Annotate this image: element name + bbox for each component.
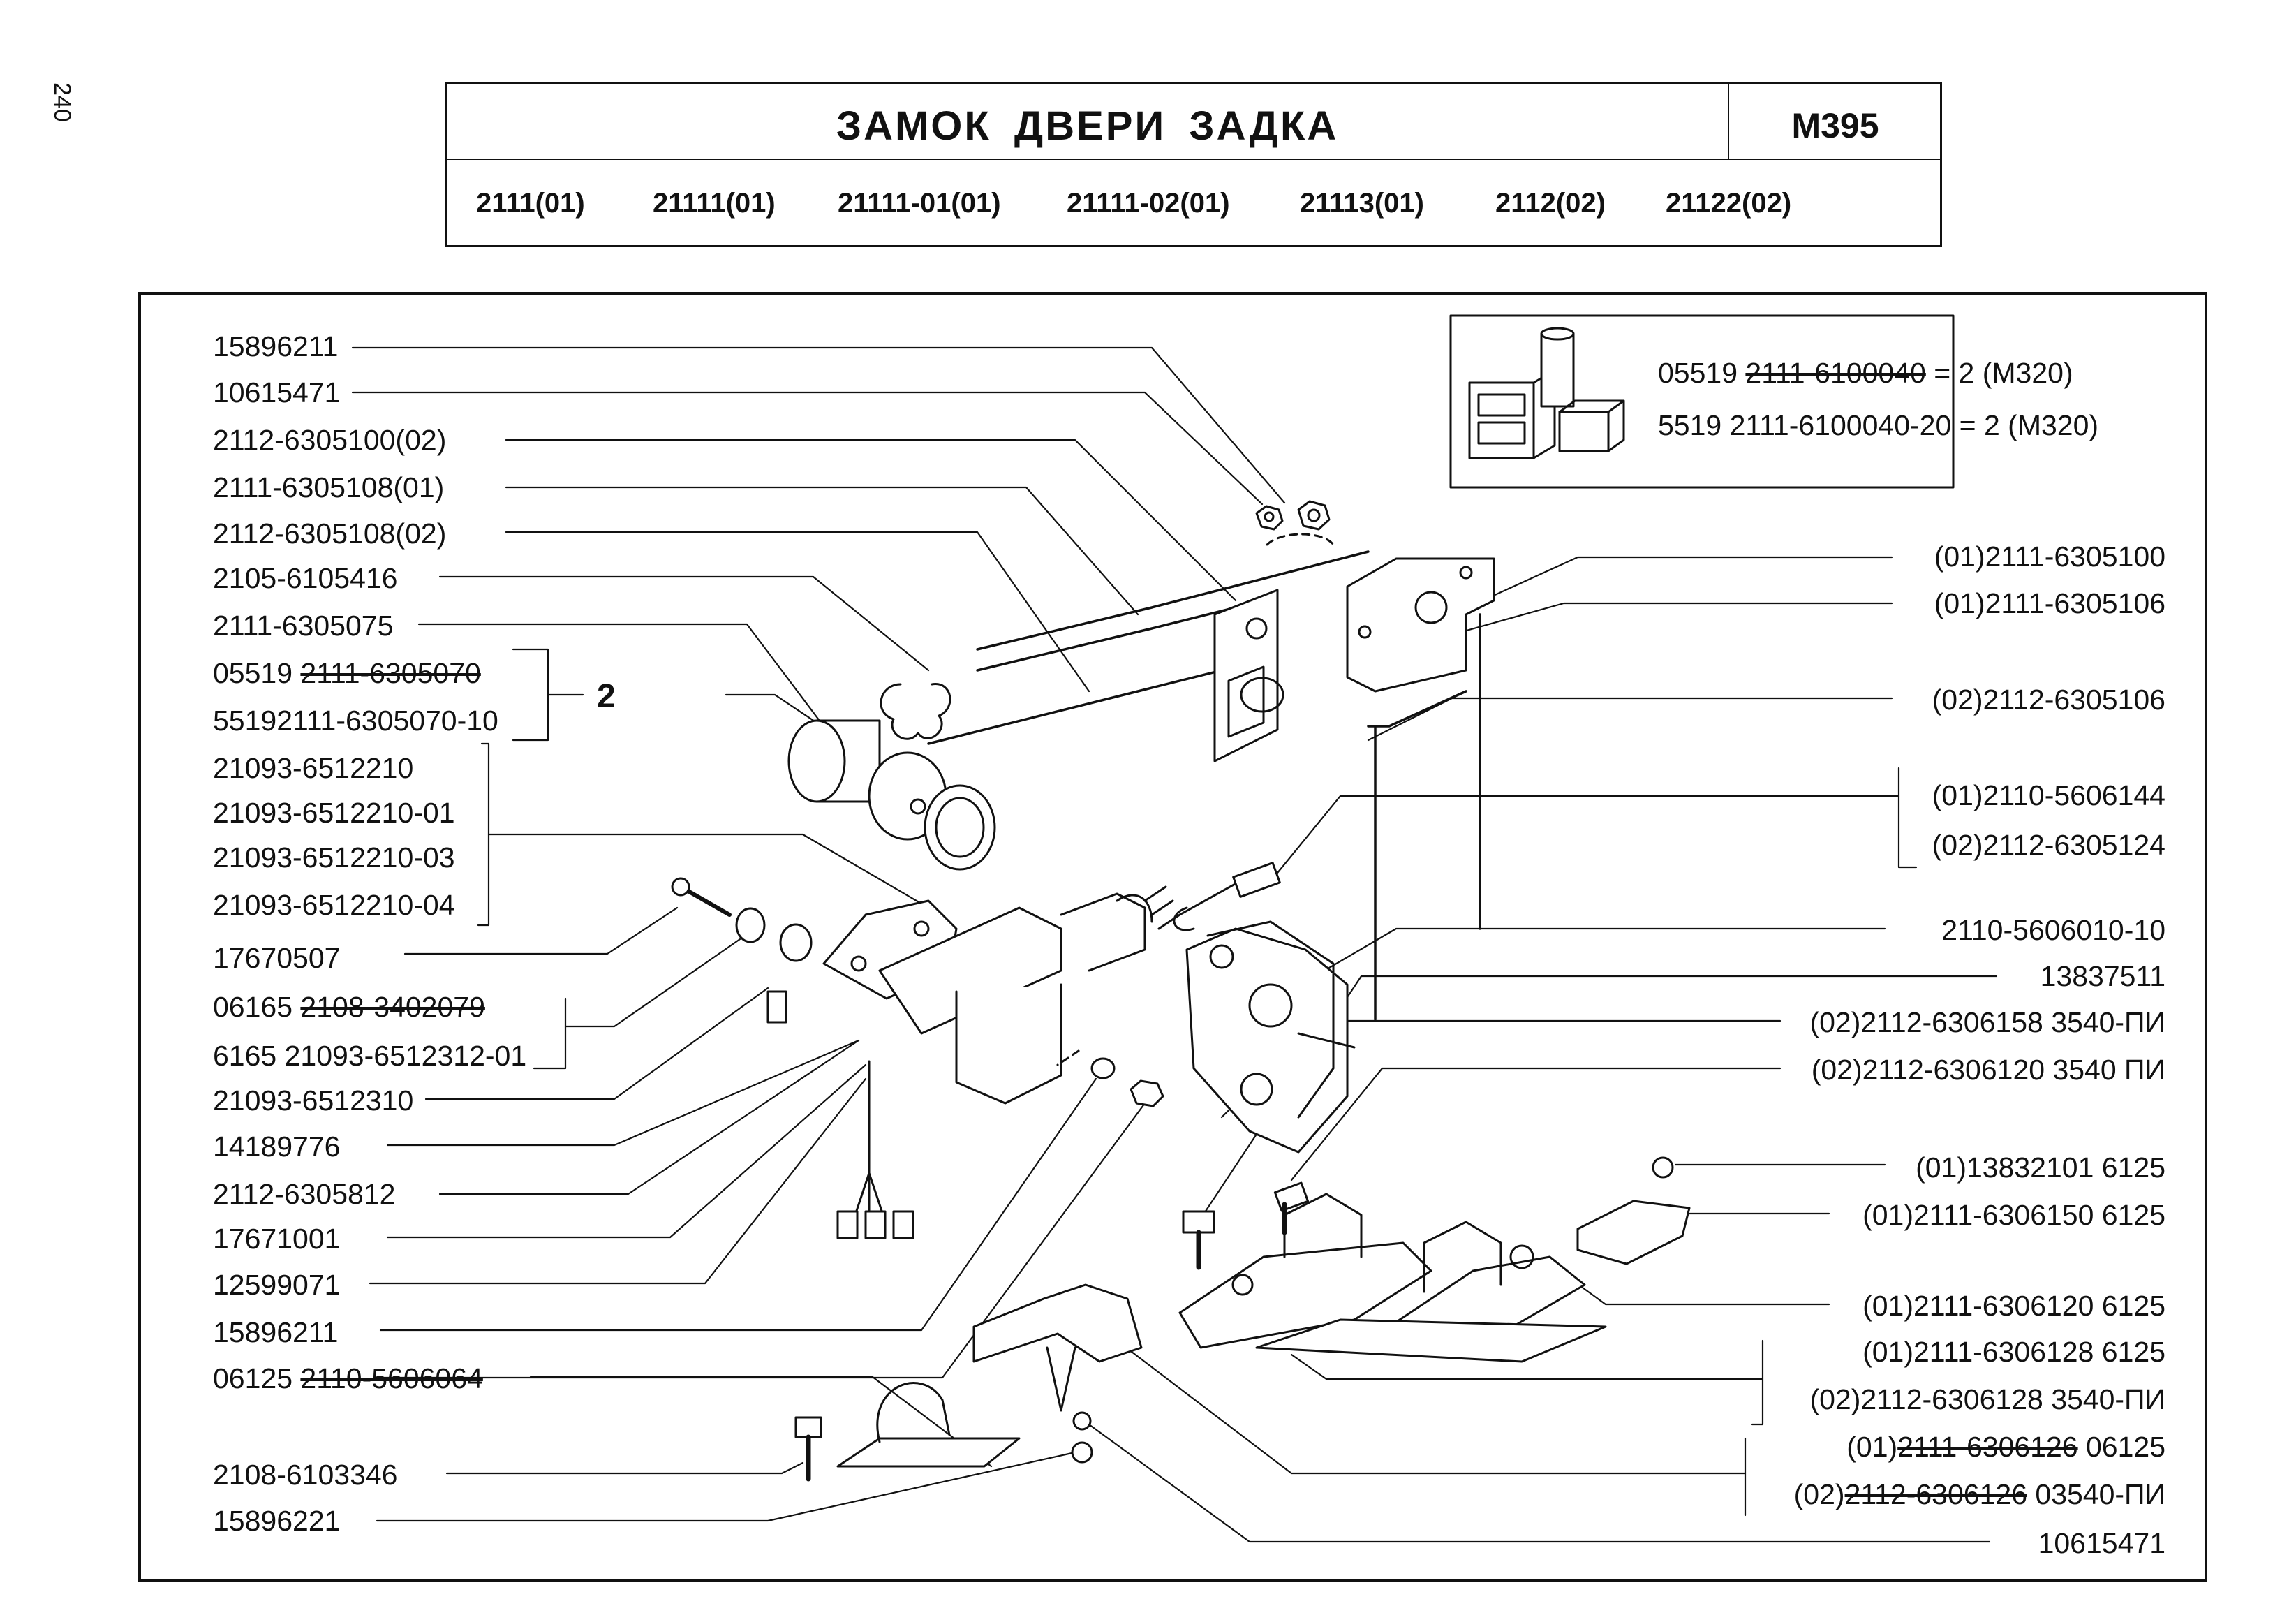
- part-label: (02)2112-6306158 3540-ПИ: [1809, 1006, 2165, 1038]
- part-label: 2111-6305108(01): [213, 471, 445, 503]
- part-label: 17671001: [213, 1223, 341, 1255]
- control-rods: [927, 550, 1481, 1021]
- sealant-kit-icon: [1468, 327, 1625, 459]
- left-leader-lines: [351, 346, 1286, 1522]
- part-label: 2110-5606010-10: [1941, 914, 2165, 946]
- door-lock-actuator: [822, 885, 1181, 1105]
- part-label: 15896211: [213, 1316, 339, 1348]
- part-label: (01)2110-5606144: [1932, 779, 2165, 811]
- code-divider: [1728, 84, 1729, 159]
- model-list: 2111(01) 21111(01) 21111-01(01) 21111-02…: [447, 188, 1940, 230]
- model-code: 21111-02(01): [1067, 188, 1230, 219]
- latch-plate: [1346, 557, 1495, 693]
- model-code: 21113(01): [1300, 188, 1424, 219]
- superseded-number: 2111-6305070: [300, 657, 481, 689]
- sealant-inset: [1449, 314, 1955, 489]
- part-label: (01)2111-6305100: [1934, 540, 2165, 573]
- title-divider: [447, 159, 1940, 160]
- sealant-line-2: 5519 2111-6100040-20 = 2 (M320): [1658, 409, 2099, 441]
- callout-number: 2: [597, 678, 616, 715]
- superseded-number: 2108-3402079: [300, 991, 485, 1023]
- spring-link: [1173, 862, 1281, 931]
- part-label: 10615471: [2038, 1527, 2165, 1559]
- part-label: (02)2112-6305106: [1932, 684, 2165, 716]
- part-label-suffix: 06125: [2077, 1431, 2165, 1463]
- model-code: 21111-01(01): [838, 188, 1001, 219]
- sealant-prefix: 05519: [1658, 357, 1746, 389]
- part-label: 2111-6305075: [213, 610, 394, 642]
- part-label: 12599071: [213, 1269, 341, 1301]
- wiring-harness: [836, 1060, 914, 1239]
- part-label: (01)13832101 6125: [1916, 1151, 2165, 1184]
- hinge-bracket: [972, 1283, 1143, 1412]
- model-code: 2112(02): [1495, 188, 1606, 219]
- part-label: 21093-6512210: [213, 752, 414, 784]
- model-code: 21111(01): [653, 188, 776, 219]
- part-label: 21093-6512310: [213, 1084, 414, 1117]
- mounting-bolts: [1182, 1181, 1310, 1270]
- shim-plate: [1255, 1318, 1607, 1363]
- part-label-struck: (02)2112-6306126 03540-ПИ: [1794, 1478, 2165, 1511]
- part-label: 14189776: [213, 1130, 341, 1163]
- part-label-prefix: (01): [1846, 1431, 1898, 1463]
- part-label: 15896221: [213, 1505, 341, 1537]
- superseded-number: 2111-6100040: [1745, 357, 1926, 389]
- sealant-suffix: = 2 (M320): [1925, 357, 2073, 389]
- part-label: 2105-6105416: [213, 562, 398, 594]
- title-block: ЗАМОК ДВЕРИ ЗАДКА M395 2111(01) 21111(01…: [445, 82, 1942, 247]
- part-label: 55192111-6305070-10: [213, 705, 498, 737]
- superseded-number: 2110-5606064: [300, 1362, 483, 1394]
- part-label-prefix: 06165: [213, 991, 301, 1023]
- part-label-suffix: 03540-ПИ: [2027, 1478, 2165, 1510]
- part-label: 21093-6512210-03: [213, 841, 455, 874]
- part-label: 2112-6305812: [213, 1178, 396, 1210]
- part-label: (01)2111-6306150 6125: [1862, 1199, 2165, 1231]
- sealant-line-1: 05519 2111-6100040 = 2 (M320): [1658, 356, 2073, 390]
- screw-and-bushings: [671, 877, 813, 1024]
- part-label: (02)2112-6305124: [1932, 829, 2165, 861]
- center-nuts: [1056, 1049, 1164, 1107]
- retaining-clip: [880, 683, 951, 740]
- part-label: 2112-6305100(02): [213, 424, 447, 456]
- part-label: 13837511: [2040, 960, 2165, 992]
- part-label: (01)2111-6306120 6125: [1862, 1290, 2165, 1322]
- part-label: 17670507: [213, 942, 341, 974]
- part-label: (01)2111-6306128 6125: [1862, 1336, 2165, 1368]
- part-label-struck: 05519 2111-6305070: [213, 656, 481, 690]
- model-code: 2111(01): [476, 188, 585, 219]
- part-label-prefix: (02): [1793, 1478, 1845, 1510]
- part-label: (02)2112-6306120 3540 ПИ: [1811, 1054, 2165, 1086]
- part-label: (02)2112-6306128 3540-ПИ: [1809, 1383, 2165, 1415]
- part-label: 15896211: [213, 330, 339, 362]
- part-label: 10615471: [213, 376, 341, 408]
- page-title: ЗАМОК ДВЕРИ ЗАДКА: [836, 103, 1339, 149]
- bracket-right-small: [1576, 1156, 1691, 1265]
- part-label: 2112-6305108(02): [213, 517, 447, 550]
- right-leader-lines: [1088, 556, 1998, 1543]
- loop-bracket: [794, 1382, 1093, 1482]
- part-label-struck: 06125 2110-5606064: [213, 1362, 483, 1395]
- part-label: 21093-6512210-01: [213, 797, 455, 829]
- section-code: M395: [1791, 106, 1879, 145]
- part-label: 6165 21093-6512312-01: [213, 1040, 527, 1072]
- lock-cylinder: [787, 719, 996, 871]
- part-label-prefix: 05519: [213, 657, 301, 689]
- striker-plate-left: [1178, 1193, 1432, 1349]
- superseded-number: 2112-6306126: [1844, 1478, 2027, 1510]
- part-label: (01)2111-6305106: [1934, 587, 2165, 619]
- superseded-number: 2111-6306126: [1897, 1431, 2078, 1463]
- top-nuts: [1255, 500, 1335, 546]
- model-code: 21122(02): [1666, 188, 1792, 219]
- lock-mechanism: [1185, 920, 1356, 1154]
- part-label-struck: (01)2111-6306126 06125: [1846, 1430, 2165, 1464]
- upper-bracket: [1213, 589, 1284, 762]
- part-label-prefix: 06125: [213, 1362, 301, 1394]
- part-label: 2108-6103346: [213, 1459, 398, 1491]
- part-label: 21093-6512210-04: [213, 889, 455, 921]
- diagram-frame: [138, 292, 2207, 1582]
- part-label-struck: 06165 2108-3402079: [213, 990, 485, 1024]
